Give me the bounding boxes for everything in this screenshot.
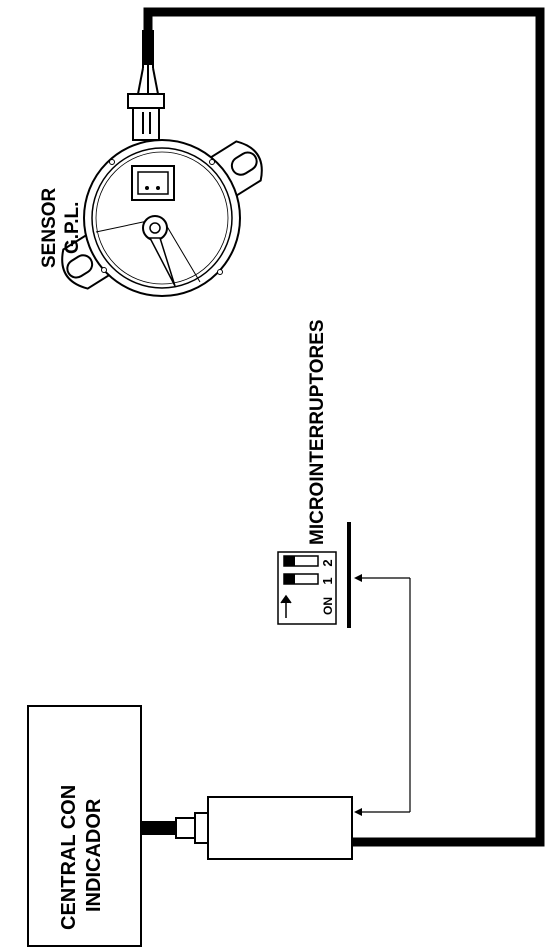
signal-arrow-top bbox=[354, 574, 362, 582]
dip-label-on: ON bbox=[321, 597, 335, 615]
sensor-connector bbox=[127, 93, 165, 141]
gpl-sensor bbox=[61, 139, 263, 297]
sensor-label-line2: G.P.L. bbox=[62, 202, 83, 254]
central-cable bbox=[141, 821, 177, 835]
dip-label-1: 1 bbox=[320, 577, 335, 584]
sensor-cable-leads bbox=[137, 30, 159, 95]
dip-switch: 2 1 ON bbox=[277, 522, 351, 628]
central-label-line2: INDICADOR bbox=[83, 798, 105, 912]
mount-hole-right bbox=[230, 151, 258, 176]
sensor-needle bbox=[148, 237, 176, 287]
signal-arrow-bottom bbox=[354, 808, 362, 816]
dip-label-2: 2 bbox=[320, 559, 335, 566]
sensor-label-line1: SENSOR bbox=[39, 187, 60, 268]
dip-on-arrow bbox=[280, 594, 292, 618]
main-harness-cable bbox=[143, 7, 545, 847]
microswitch-label: MICROINTERRUPTORES bbox=[307, 319, 328, 545]
signal-wire bbox=[356, 577, 411, 813]
central-unit-box bbox=[27, 705, 142, 947]
central-label-line1: CENTRAL CON bbox=[58, 785, 80, 930]
central-plug bbox=[175, 796, 353, 860]
mount-hole-left bbox=[66, 254, 94, 279]
